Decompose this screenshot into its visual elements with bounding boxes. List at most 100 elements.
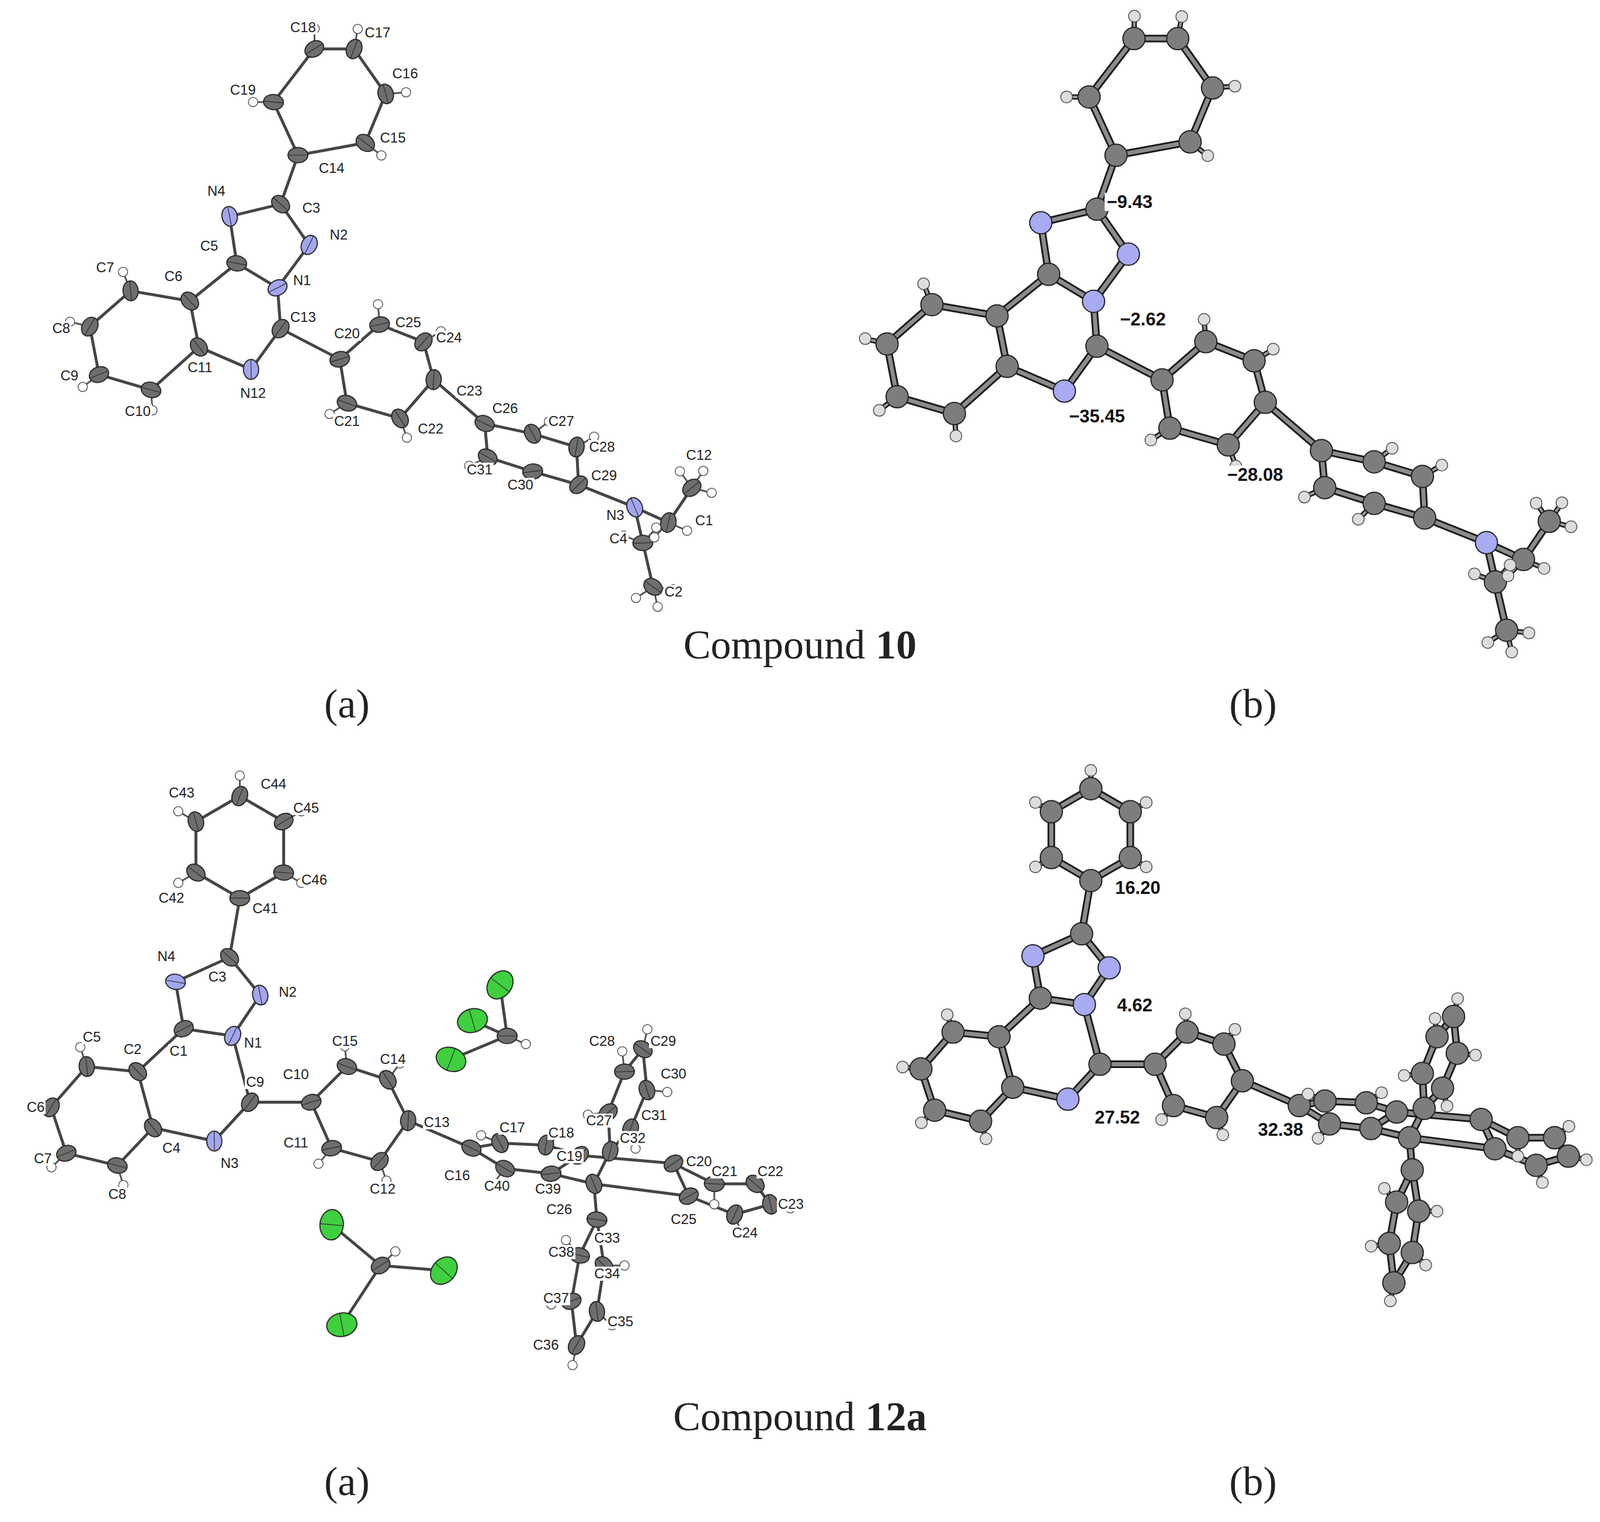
atom-label: C7 <box>95 260 116 275</box>
atom-label: C9 <box>244 1074 266 1089</box>
atom-ellipsoid <box>658 511 678 534</box>
atom-ball <box>1175 1021 1199 1044</box>
bond-outline <box>1409 1137 1495 1149</box>
atom-ball <box>1243 349 1266 372</box>
atom-ellipsoid <box>661 1151 687 1176</box>
atom-ellipsoid <box>425 369 442 391</box>
hydrogen-atom <box>980 1132 992 1145</box>
hydrogen-atom <box>1375 1086 1388 1099</box>
atom-ball <box>1446 1042 1469 1065</box>
hydrogen-atom <box>567 1360 578 1370</box>
panel-letter: (b) <box>1229 1460 1277 1502</box>
atom-label: C35 <box>606 1314 635 1329</box>
atom-label: C6 <box>25 1099 47 1114</box>
atom-ball <box>1313 1089 1336 1112</box>
atom-ellipsoid <box>600 1139 620 1163</box>
atom-ellipsoid <box>497 1028 517 1044</box>
atom-ellipsoid <box>186 334 211 360</box>
hydrogen-atom <box>1564 521 1577 533</box>
hydrogen-atom <box>1522 626 1535 639</box>
hydrogen-atom <box>915 1116 928 1129</box>
ellipsoid-axis <box>435 1262 453 1279</box>
ellipsoid-axis <box>129 280 133 301</box>
atom-ellipsoid <box>661 1151 687 1176</box>
atom-ellipsoid <box>723 1202 746 1227</box>
hydrogen-atom <box>561 1235 571 1245</box>
atom-ball <box>1143 1053 1166 1076</box>
hydrogen-atom <box>1398 1069 1411 1082</box>
atom-ellipsoid <box>352 130 378 155</box>
atom-ball <box>1073 993 1096 1016</box>
ellipsoid-axis <box>227 206 232 227</box>
hydrogen-atom <box>941 1008 954 1021</box>
atom-label: C22 <box>416 421 445 436</box>
ellipsoid-axis <box>321 1146 342 1151</box>
hydrogen-atom <box>1140 861 1152 873</box>
atom-ball <box>1085 335 1109 358</box>
atom-label: N4 <box>206 184 227 199</box>
compound-number: 12a <box>865 1396 928 1438</box>
atom-ellipsoid <box>375 82 396 106</box>
atom-ball <box>1483 1137 1506 1160</box>
ellipsoid-axis <box>574 436 578 457</box>
atom-ball <box>1506 1126 1529 1149</box>
ellipsoid-axis <box>704 1182 725 1185</box>
atom-ellipsoid <box>352 130 378 155</box>
ellipsoid-axis <box>268 283 287 293</box>
hydrogen-atom <box>1580 1153 1593 1166</box>
atom-ellipsoid <box>376 1067 400 1093</box>
hydrogen-atom <box>682 525 692 536</box>
atom-ellipsoid <box>334 392 359 414</box>
atom-ellipsoid <box>287 147 308 163</box>
atom-ball <box>1205 1106 1228 1129</box>
dihedral-angle-value: 32.38 <box>1255 1120 1306 1139</box>
atom-ellipsoid <box>221 1023 244 1048</box>
atom-ellipsoid <box>297 232 321 258</box>
ellipsoid-axis <box>337 1063 357 1071</box>
ellipsoid-axis <box>665 1157 682 1169</box>
atom-ellipsoid <box>676 1184 701 1208</box>
bond-line <box>280 328 340 359</box>
atom-label: C16 <box>443 1168 472 1183</box>
atom-label: C19 <box>555 1149 584 1164</box>
atom-ellipsoid <box>623 494 646 519</box>
ellipsoid-axis <box>304 235 314 255</box>
atom-label: C19 <box>228 82 258 97</box>
ellipsoid-axis <box>258 984 262 1005</box>
atom-label: C17 <box>363 25 392 40</box>
atom-label: C36 <box>532 1337 561 1352</box>
atom-ball <box>1359 1117 1383 1140</box>
atom-ellipsoid <box>220 205 239 228</box>
atom-ellipsoid <box>140 1115 165 1141</box>
hydrogen-atom <box>118 266 128 277</box>
hydrogen-atom <box>1179 1007 1192 1020</box>
atom-ball <box>1079 869 1102 892</box>
atom-label: C43 <box>167 785 196 800</box>
atom-ball <box>1362 450 1386 473</box>
atom-label: C3 <box>300 200 322 215</box>
atom-ellipsoid <box>54 1142 79 1164</box>
hydrogen-atom <box>173 806 183 817</box>
atom-ball <box>1411 464 1434 488</box>
ellipsoid-axis <box>496 1163 514 1174</box>
atom-ellipsoid <box>540 1164 562 1183</box>
atom-ellipsoid <box>368 314 391 335</box>
atom-ellipsoid <box>454 1004 491 1036</box>
atom-ellipsoid <box>588 1300 606 1322</box>
atom-ball <box>1166 27 1189 50</box>
bond-line <box>273 102 298 156</box>
hydrogen-atom <box>1435 459 1448 471</box>
ellipsoid-axis <box>684 481 700 494</box>
atom-ellipsoid <box>328 348 352 370</box>
atom-ball <box>942 1021 965 1044</box>
hydrogen-atom <box>949 429 962 442</box>
atom-ellipsoid <box>588 1300 606 1322</box>
hydrogen-atom <box>1128 10 1141 23</box>
hydrogen-atom <box>390 1246 401 1256</box>
atom-label: C20 <box>685 1154 714 1169</box>
atom-ellipsoid <box>262 93 284 111</box>
atom-label: C30 <box>659 1066 688 1081</box>
bond-line <box>579 1154 674 1164</box>
atom-ellipsoid <box>140 1115 165 1141</box>
atom-ellipsoid <box>185 809 206 834</box>
